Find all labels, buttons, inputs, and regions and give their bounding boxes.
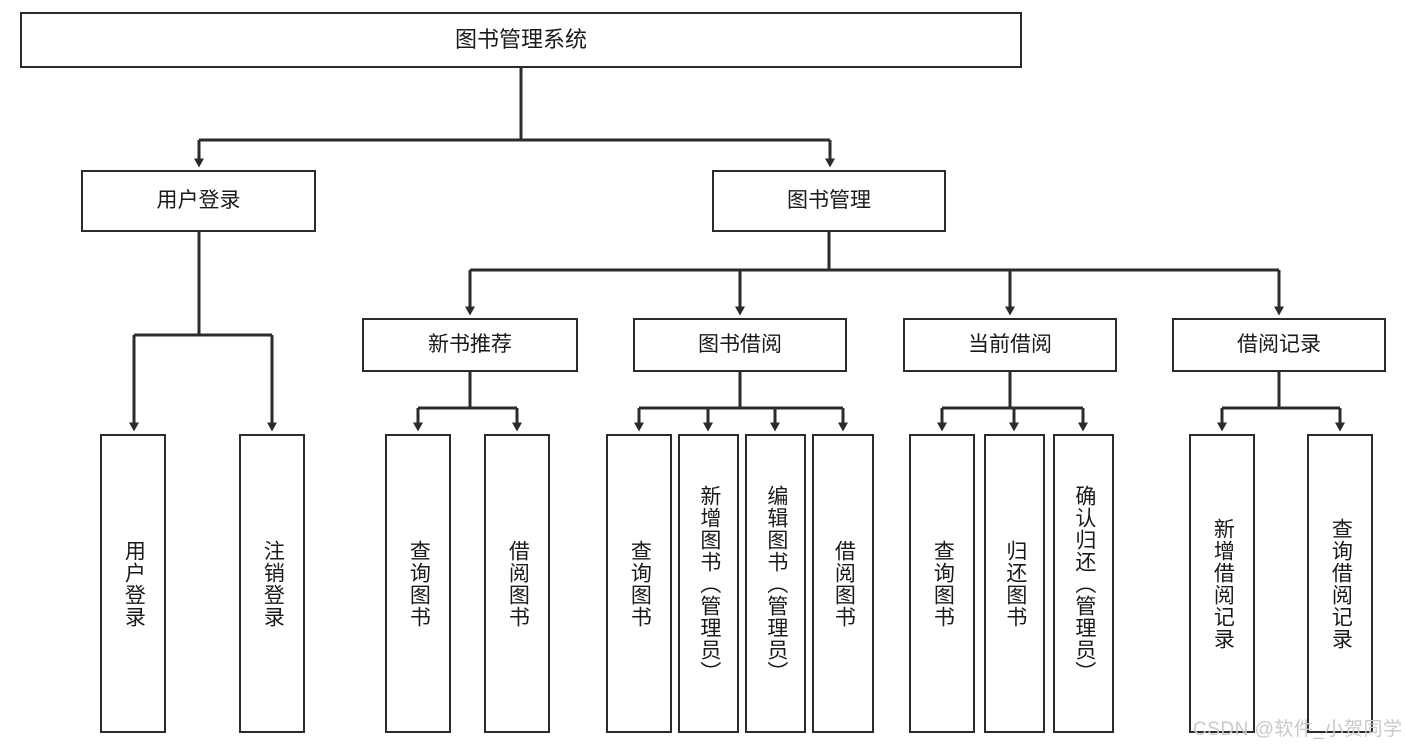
node-current-borrow-label: 当前借阅 <box>968 332 1052 356</box>
node-leaf-logout[interactable]: 注销登录 <box>239 434 305 733</box>
node-borrow-record[interactable]: 借阅记录 <box>1172 318 1386 372</box>
node-leaf-borrow-book-1[interactable]: 借阅图书 <box>484 434 550 733</box>
node-leaf-borrow-book-2[interactable]: 借阅图书 <box>812 434 874 733</box>
watermark: CSDN @软件_小贺同学 <box>1193 719 1403 740</box>
node-current-borrow[interactable]: 当前借阅 <box>903 318 1117 372</box>
node-leaf-edit-book-label: 编辑图书（管理员） <box>764 484 788 683</box>
node-leaf-query-book-3[interactable]: 查询图书 <box>909 434 975 733</box>
node-leaf-edit-book[interactable]: 编辑图书（管理员） <box>745 434 806 733</box>
node-leaf-query-book-2[interactable]: 查询图书 <box>606 434 672 733</box>
node-leaf-query-book-1-label: 查询图书 <box>407 539 431 628</box>
node-new-book-recommend[interactable]: 新书推荐 <box>362 318 578 372</box>
node-leaf-user-login-label: 用户登录 <box>122 539 146 628</box>
node-new-book-recommend-label: 新书推荐 <box>428 332 512 356</box>
node-leaf-return-book[interactable]: 归还图书 <box>984 434 1045 733</box>
node-root-label: 图书管理系统 <box>454 27 587 53</box>
node-leaf-confirm-return[interactable]: 确认归还（管理员） <box>1053 434 1114 733</box>
node-leaf-query-record-label: 查询借阅记录 <box>1329 517 1353 650</box>
node-leaf-user-login[interactable]: 用户登录 <box>100 434 166 733</box>
node-leaf-confirm-return-label: 确认归还（管理员） <box>1072 484 1096 683</box>
node-leaf-query-book-3-label: 查询图书 <box>931 539 955 628</box>
node-leaf-query-book-1[interactable]: 查询图书 <box>385 434 451 733</box>
node-root[interactable]: 图书管理系统 <box>20 12 1022 68</box>
node-leaf-borrow-book-1-label: 借阅图书 <box>506 539 530 628</box>
node-book-borrow[interactable]: 图书借阅 <box>633 318 847 372</box>
node-book-manage[interactable]: 图书管理 <box>712 170 946 232</box>
node-leaf-add-record-label: 新增借阅记录 <box>1211 517 1235 650</box>
node-user-login[interactable]: 用户登录 <box>81 170 316 232</box>
node-leaf-logout-label: 注销登录 <box>261 539 285 628</box>
node-leaf-query-book-2-label: 查询图书 <box>628 539 652 628</box>
node-book-borrow-label: 图书借阅 <box>698 332 782 356</box>
node-leaf-add-book-label: 新增图书（管理员） <box>697 484 721 683</box>
node-leaf-return-book-label: 归还图书 <box>1003 539 1027 628</box>
node-leaf-add-book[interactable]: 新增图书（管理员） <box>678 434 739 733</box>
node-borrow-record-label: 借阅记录 <box>1237 332 1321 356</box>
node-leaf-query-record[interactable]: 查询借阅记录 <box>1307 434 1373 733</box>
node-book-manage-label: 图书管理 <box>787 188 871 212</box>
node-leaf-add-record[interactable]: 新增借阅记录 <box>1189 434 1255 733</box>
node-leaf-borrow-book-2-label: 借阅图书 <box>832 539 856 628</box>
node-user-login-label: 用户登录 <box>156 188 241 212</box>
